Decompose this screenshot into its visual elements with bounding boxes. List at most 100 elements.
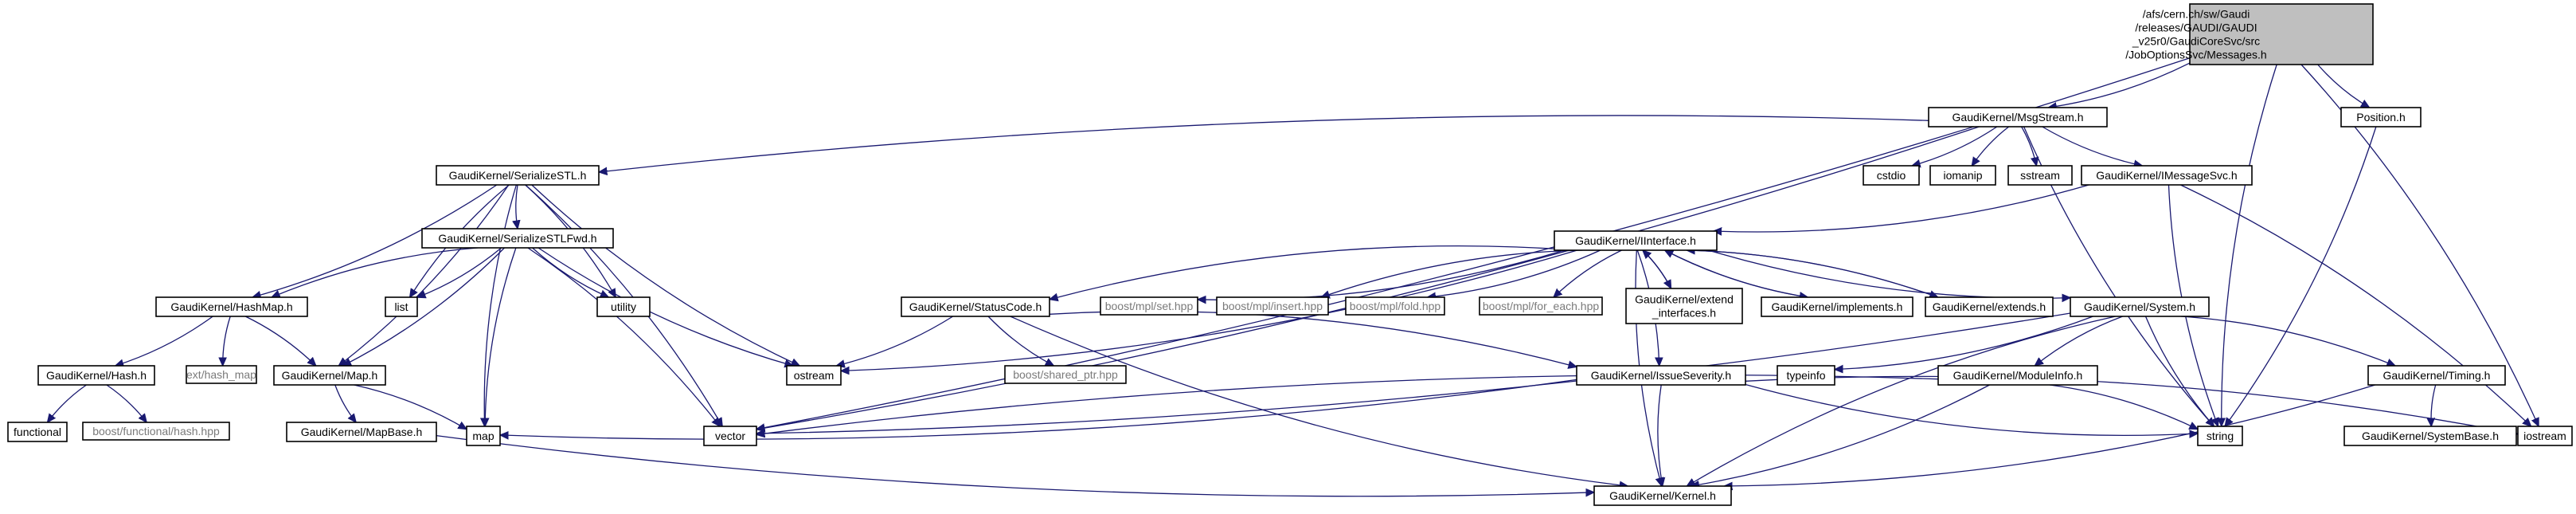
edge-system-to-string (2144, 316, 2214, 426)
node-vector-label: vector (715, 430, 745, 442)
node-mapbase[interactable]: GaudiKernel/MapBase.h (286, 422, 437, 442)
node-iostream[interactable]: iostream (2517, 426, 2573, 446)
edge-system-to-kernel (1687, 316, 2116, 486)
node-ostream[interactable]: ostream (786, 365, 842, 386)
node-mplinsert: boost/mpl/insert.hpp (1216, 296, 1329, 316)
node-serializestl-label: GaudiKernel/SerializeSTL.h (449, 169, 587, 182)
node-map_h[interactable]: GaudiKernel/Map.h (273, 365, 386, 386)
node-serializestlfwd[interactable]: GaudiKernel/SerializeSTLFwd.h (421, 228, 614, 249)
node-map-box (466, 426, 501, 446)
edge-iinterface-to-extendinterfaces (1642, 249, 1671, 288)
node-sharedptr: boost/shared_ptr.hpp (1004, 365, 1127, 384)
edge-iinterface-to-mplinsert (1321, 249, 1583, 297)
edge-hash-to-boosthash (106, 384, 147, 422)
node-kernel-box (1593, 485, 1732, 506)
node-hashmap[interactable]: GaudiKernel/HashMap.h (155, 296, 308, 317)
node-hash[interactable]: GaudiKernel/Hash.h (37, 365, 155, 386)
node-ostream-label: ostream (794, 369, 835, 382)
node-statuscode[interactable]: GaudiKernel/StatusCode.h (901, 296, 1050, 317)
node-root-label: /JobOptionsSvc/Messages.h (2125, 49, 2266, 61)
node-imessagesvc[interactable]: GaudiKernel/IMessageSvc.h (2081, 165, 2253, 186)
edge-moduleinfo-to-string (2050, 384, 2198, 430)
edge-msgstream-to-serializestl (599, 115, 1929, 172)
node-cstdio[interactable]: cstdio (1863, 165, 1920, 186)
node-utility-box (596, 296, 651, 317)
node-mplforeach-box (1479, 296, 1603, 316)
node-moduleinfo[interactable]: GaudiKernel/ModuleInfo.h (1937, 365, 2098, 386)
edge-mapbase-to-kernel (436, 434, 1594, 496)
edge-statuscode-to-sharedptr (987, 316, 1053, 366)
node-utility-label: utility (611, 300, 636, 313)
node-mplfold-label: boost/mpl/fold.hpp (1350, 300, 1441, 312)
node-kernel[interactable]: GaudiKernel/Kernel.h (1593, 485, 1732, 506)
node-msgstream[interactable]: GaudiKernel/MsgStream.h (1928, 107, 2108, 128)
edge-iinterface-to-system (1708, 249, 2071, 298)
node-imessagesvc-box (2081, 165, 2253, 186)
node-functional-label: functional (14, 426, 61, 438)
node-typeinfo[interactable]: typeinfo (1777, 365, 1835, 386)
node-iostream-label: iostream (2523, 430, 2566, 442)
edge-hash-to-functional (48, 384, 87, 422)
edge-root-to-string (2222, 64, 2277, 426)
node-extendinterfaces[interactable]: GaudiKernel/extend_interfaces.h (1625, 288, 1743, 324)
node-exthashmap-label: ext/hash_map (186, 368, 256, 381)
node-map-label: map (472, 430, 494, 442)
node-moduleinfo-label: GaudiKernel/ModuleInfo.h (1953, 369, 2083, 382)
node-timing[interactable]: GaudiKernel/Timing.h (2367, 365, 2506, 386)
nodes-layer: /afs/cern.ch/sw/Gaudi/releases/GAUDI/GAU… (7, 3, 2573, 506)
node-issueseverity[interactable]: GaudiKernel/IssueSeverity.h (1576, 365, 1746, 386)
edge-map_h-to-map (354, 384, 467, 430)
node-root-label: /afs/cern.ch/sw/Gaudi (2143, 8, 2250, 21)
edge-hashmap-to-map_h (244, 316, 316, 366)
node-iomanip[interactable]: iomanip (1929, 165, 1996, 186)
node-mplset: boost/mpl/set.hpp (1100, 296, 1198, 316)
node-root-label: _v25r0/GaudiCoreSvc/src (2132, 35, 2260, 48)
edge-timing-to-systembase (2431, 384, 2437, 426)
node-systembase-label: GaudiKernel/SystemBase.h (2362, 430, 2499, 442)
node-statuscode-label: GaudiKernel/StatusCode.h (909, 300, 1042, 313)
node-extendinterfaces-box (1625, 288, 1743, 324)
node-boosthash-label: boost/functional/hash.hpp (92, 425, 220, 437)
node-functional[interactable]: functional (7, 422, 68, 442)
node-extendinterfaces-label: GaudiKernel/extend (1635, 293, 1734, 306)
node-imessagesvc-label: GaudiKernel/IMessageSvc.h (2096, 169, 2237, 182)
node-mapbase-label: GaudiKernel/MapBase.h (301, 426, 423, 438)
edge-serializestl-to-serializestlfwd (516, 184, 518, 229)
node-position[interactable]: Position.h (2340, 107, 2422, 128)
node-extends[interactable]: GaudiKernel/extends.h (1925, 296, 2054, 317)
edge-iinterface-to-ostream (841, 249, 1577, 371)
node-mplinsert-box (1216, 296, 1329, 316)
node-timing-label: GaudiKernel/Timing.h (2383, 369, 2491, 382)
node-utility[interactable]: utility (596, 296, 651, 317)
node-mapbase-box (286, 422, 437, 442)
edge-serializestl-to-map (484, 184, 518, 426)
node-map[interactable]: map (466, 426, 501, 446)
node-root-box (2189, 3, 2374, 65)
edge-hashmap-to-hash (115, 316, 213, 366)
node-systembase[interactable]: GaudiKernel/SystemBase.h (2343, 426, 2517, 446)
edge-imessagesvc-to-iinterface (1714, 184, 2089, 232)
node-implements[interactable]: GaudiKernel/implements.h (1761, 296, 1913, 317)
node-string[interactable]: string (2197, 426, 2243, 446)
node-list[interactable]: list (385, 296, 418, 317)
node-system[interactable]: GaudiKernel/System.h (2070, 296, 2210, 317)
edge-moduleinfo-to-vector (756, 374, 1939, 434)
node-sstream[interactable]: sstream (2007, 165, 2073, 186)
node-cstdio-box (1863, 165, 1920, 186)
node-extends-label: GaudiKernel/extends.h (1933, 300, 2046, 313)
node-serializestl[interactable]: GaudiKernel/SerializeSTL.h (436, 165, 600, 186)
node-mplforeach: boost/mpl/for_each.hpp (1479, 296, 1603, 316)
edge-serializestlfwd-to-hashmap (272, 247, 478, 297)
node-root[interactable]: /afs/cern.ch/sw/Gaudi/releases/GAUDI/GAU… (2125, 3, 2374, 65)
edge-statuscode-to-ostream (836, 316, 954, 366)
node-msgstream-box (1928, 107, 2108, 128)
node-map_h-box (273, 365, 386, 386)
edge-issueseverity-to-string (1745, 383, 2198, 436)
node-mplforeach-label: boost/mpl/for_each.hpp (1483, 300, 1600, 312)
node-iinterface-box (1554, 230, 1718, 251)
node-functional-box (7, 422, 68, 442)
node-typeinfo-box (1777, 365, 1835, 386)
node-iinterface[interactable]: GaudiKernel/IInterface.h (1554, 230, 1718, 251)
node-position-box (2340, 107, 2422, 128)
node-vector[interactable]: vector (703, 426, 757, 446)
